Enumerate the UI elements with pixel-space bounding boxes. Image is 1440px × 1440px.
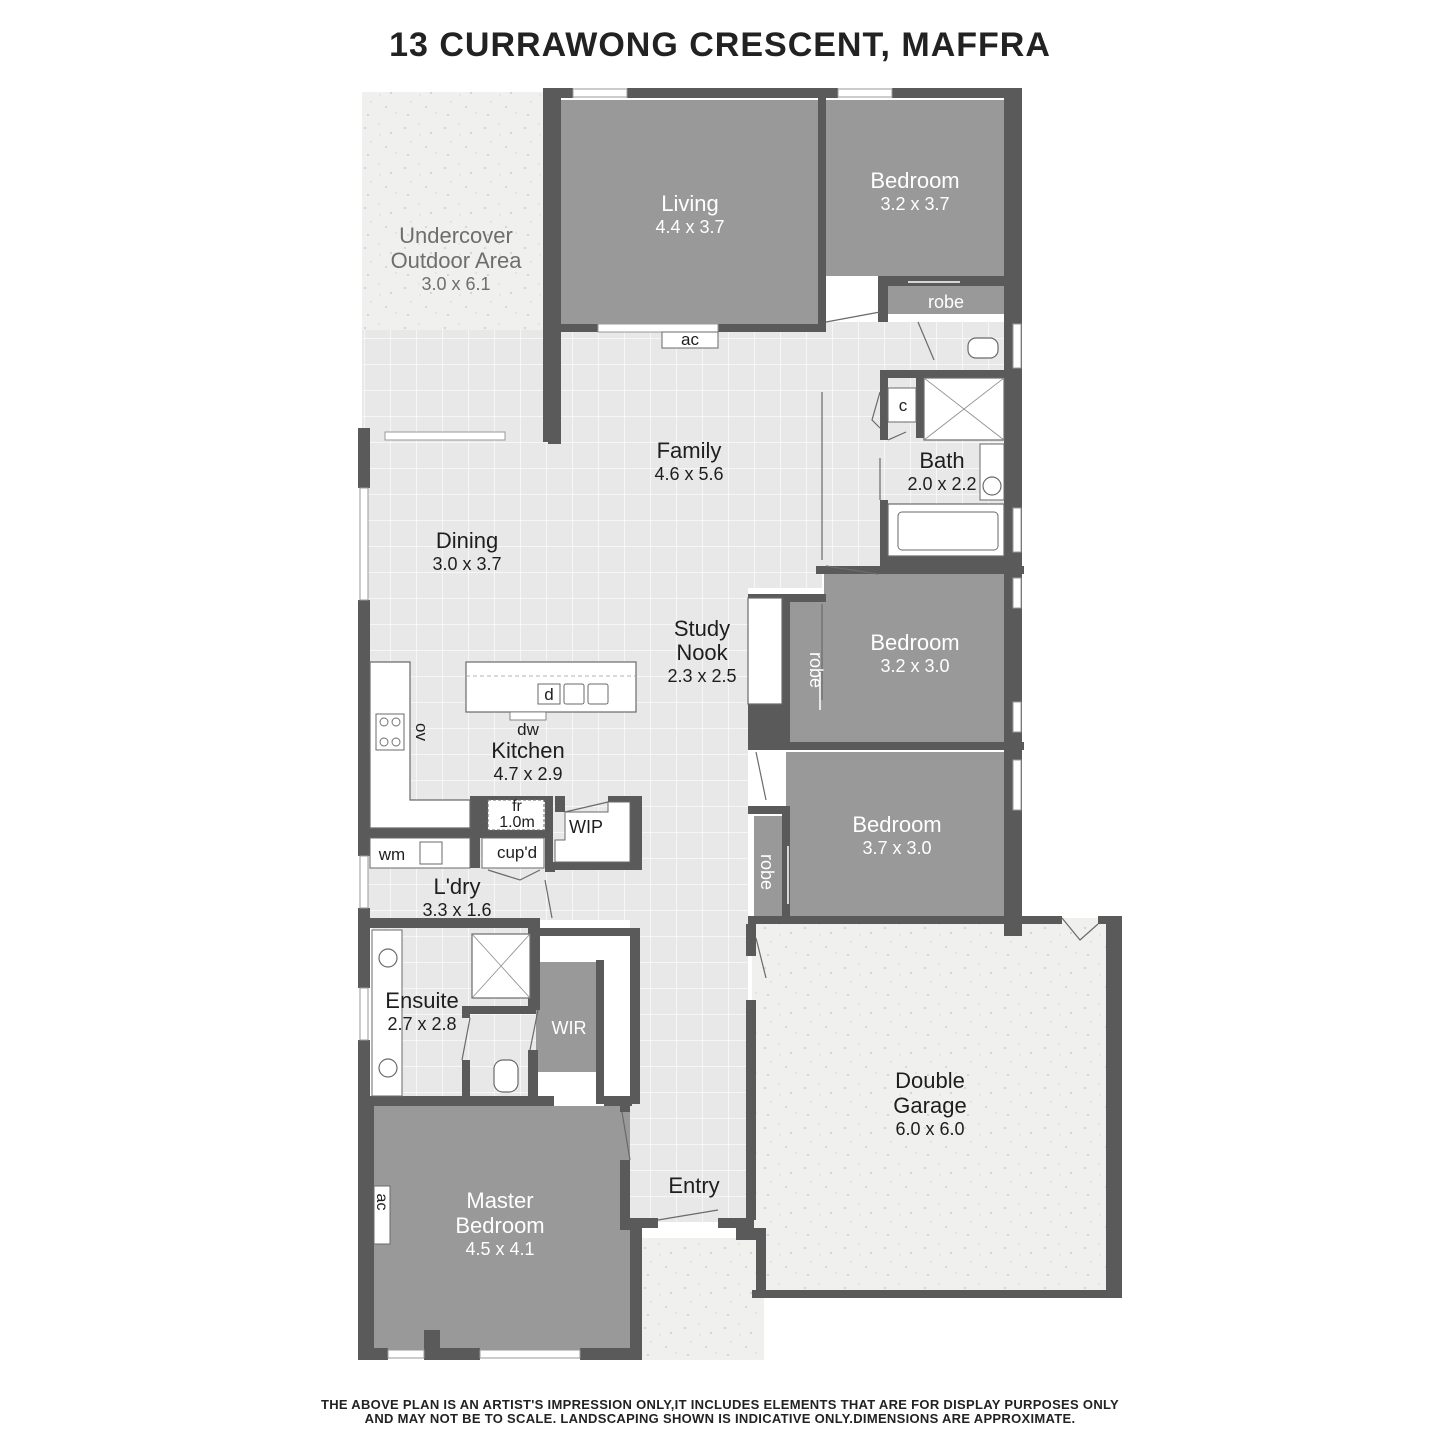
ensuite-basin-bottom-icon [378, 1058, 398, 1078]
family-floor [362, 330, 822, 588]
study-name-1: Study [674, 616, 730, 641]
dark-rooms [372, 100, 1006, 1350]
bath-dims: 2.0 x 2.2 [907, 474, 976, 494]
basin-icon [982, 476, 1002, 496]
living-room-fill [560, 100, 818, 326]
fridge-size-label: 1.0m [499, 814, 535, 831]
laundry-dims: 3.3 x 1.6 [422, 900, 491, 920]
porch-floor [642, 1238, 764, 1360]
living-name: Living [661, 191, 718, 216]
robe-mid-fill [790, 598, 826, 742]
robe-low-label: robe [757, 854, 777, 890]
entry-name: Entry [668, 1173, 719, 1198]
master-name-1: Master [466, 1188, 533, 1213]
bedroom-mid-fill [824, 574, 1006, 742]
laundry-name: L'dry [434, 874, 481, 899]
fixtures [369, 281, 1005, 1245]
kitchen-name: Kitchen [491, 738, 564, 763]
undercover-name-1: Undercover [399, 223, 513, 248]
bedroom-mid-name: Bedroom [870, 630, 959, 655]
undercover-dims: 3.0 x 6.1 [421, 274, 490, 294]
ensuite-toilet-icon [493, 1059, 519, 1093]
plan-title: 13 CURRAWONG CRESCENT, MAFFRA [389, 26, 1051, 64]
bedroom-top-name: Bedroom [870, 168, 959, 193]
wip-shelf-icon [554, 801, 631, 863]
ensuite-dims: 2.7 x 2.8 [387, 1014, 456, 1034]
ac-family-label: ac [681, 330, 699, 349]
room-labels: Undercover Outdoor Area 3.0 x 6.1 Living… [373, 168, 977, 1259]
living-dims: 4.4 x 3.7 [655, 217, 724, 237]
ensuite-shower-icon [471, 933, 531, 999]
study-dims: 2.3 x 2.5 [667, 666, 736, 686]
bedroom-low-name: Bedroom [852, 812, 941, 837]
bathtub-icon [887, 503, 1005, 557]
bedroom-mid-dims: 3.2 x 3.0 [880, 656, 949, 676]
bedroom-low-dims: 3.7 x 3.0 [862, 838, 931, 858]
dining-dims: 3.0 x 3.7 [432, 554, 501, 574]
study-desk-icon [747, 597, 783, 705]
bedroom-top-dims: 3.2 x 3.7 [880, 194, 949, 214]
entry-floor [630, 900, 748, 1222]
shower-icon [923, 377, 1005, 441]
wm-label: wm [378, 845, 405, 864]
cupboard-c-label: c [899, 396, 908, 415]
cupboard-label: cup'd [497, 843, 537, 862]
disclaimer-line-2: AND MAY NOT BE TO SCALE. LANDSCAPING SHO… [364, 1411, 1076, 1426]
oven-label: ov [412, 723, 431, 741]
walls [358, 88, 1122, 1360]
windows [359, 88, 1022, 1359]
robe-top-fill [888, 286, 1004, 314]
fridge-label: fr [512, 798, 522, 815]
robe-top-label: robe [928, 292, 964, 312]
disclaimer-line-1: THE ABOVE PLAN IS AN ARTIST'S IMPRESSION… [320, 1397, 1120, 1412]
wir-label: WIR [552, 1018, 587, 1038]
kitchen-dims: 4.7 x 2.9 [493, 764, 562, 784]
garage-dims: 6.0 x 6.0 [895, 1119, 964, 1139]
family-dims: 4.6 x 5.6 [654, 464, 723, 484]
master-fill [372, 1106, 630, 1350]
bedroom-top-fill [826, 100, 1004, 276]
ac-master-icon [373, 1185, 391, 1245]
garage-name-1: Double [895, 1068, 965, 1093]
cupboard-icon [481, 837, 545, 869]
kitchen-bench-icon [369, 661, 471, 829]
ac-master-label: ac [373, 1194, 390, 1211]
master-name-2: Bedroom [455, 1213, 544, 1238]
dining-name: Dining [436, 528, 498, 553]
robe-rail-icon [787, 281, 960, 904]
master-dims: 4.5 x 4.1 [465, 1239, 534, 1259]
family-name: Family [657, 438, 722, 463]
toilet-icon [967, 337, 999, 359]
dryer-label: d [544, 685, 553, 704]
bath-name: Bath [919, 448, 964, 473]
wip-label: WIP [569, 817, 603, 837]
garage-floor [752, 918, 1112, 1296]
bedroom-low-fill [786, 752, 1006, 918]
cooktop-icon [375, 713, 405, 751]
robe-mid-label: robe [806, 652, 826, 688]
study-name-2: Nook [676, 640, 728, 665]
kitchen-island-icon [465, 661, 637, 721]
disclaimer: THE ABOVE PLAN IS AN ARTIST'S IMPRESSION… [0, 1398, 1440, 1426]
wir-fill [536, 962, 604, 1072]
doors [461, 311, 1099, 1221]
laundry-tub-icon [419, 841, 443, 865]
ensuite-basin-top-icon [378, 948, 398, 968]
undercover-name-2: Outdoor Area [391, 248, 523, 273]
dishwasher-label: dw [517, 720, 539, 739]
cupboard-c-icon [887, 387, 917, 423]
garage-name-2: Garage [893, 1093, 966, 1118]
fridge-icon [487, 799, 545, 831]
ac-family-icon [661, 331, 719, 349]
ensuite-name: Ensuite [385, 988, 458, 1013]
